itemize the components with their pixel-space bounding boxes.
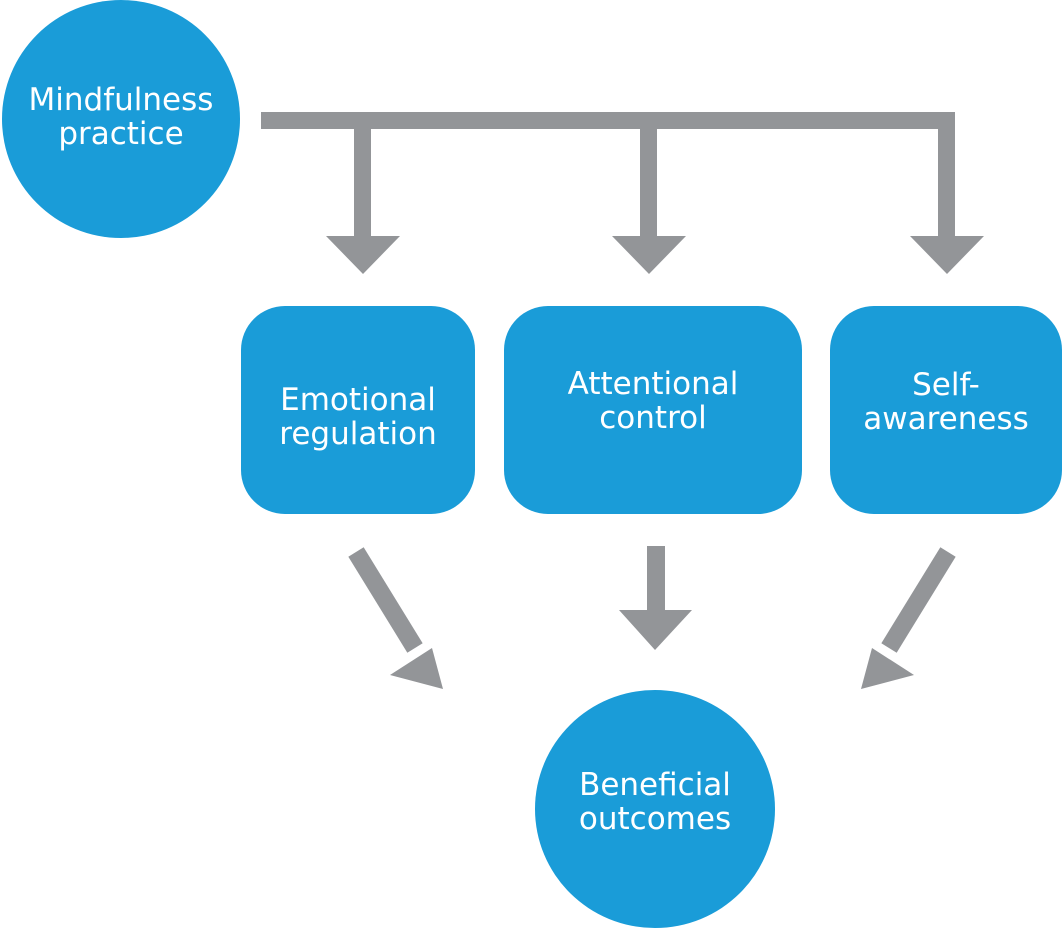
arrow-attentional-to-beneficial: [619, 546, 692, 650]
node-self-awareness: Self- awareness: [830, 306, 1062, 514]
arrowhead-to-emotional: [326, 236, 400, 274]
node-self-awareness-line1: Self-: [912, 367, 980, 403]
distribution-bar: [261, 112, 955, 129]
node-emotional-regulation-line2: regulation: [279, 416, 437, 452]
node-mindfulness-practice: Mindfulness practice: [2, 0, 240, 238]
arrow-self-to-beneficial: [861, 547, 956, 689]
stem-to-self: [938, 112, 955, 238]
node-emotional-regulation: Emotional regulation: [241, 306, 475, 514]
node-attentional-control-line1: Attentional: [567, 366, 739, 402]
node-attentional-control: Attentional control: [504, 306, 802, 514]
node-beneficial-outcomes-line1: Beneficial: [579, 767, 731, 803]
node-emotional-regulation-line1: Emotional: [280, 382, 436, 418]
node-self-awareness-line2: awareness: [863, 401, 1029, 437]
node-mindfulness-practice-line1: Mindfulness: [28, 82, 214, 118]
arrow-emotional-to-beneficial: [348, 547, 443, 689]
node-attentional-control-line2: control: [599, 400, 707, 436]
node-beneficial-outcomes-line2: outcomes: [578, 801, 732, 837]
stem-to-attentional: [640, 112, 657, 238]
stem-to-emotional: [354, 112, 371, 238]
node-mindfulness-practice-line2: practice: [58, 116, 184, 152]
arrowhead-to-attentional: [612, 236, 686, 274]
arrowhead-to-self: [910, 236, 984, 274]
node-beneficial-outcomes: Beneficial outcomes: [535, 690, 775, 928]
